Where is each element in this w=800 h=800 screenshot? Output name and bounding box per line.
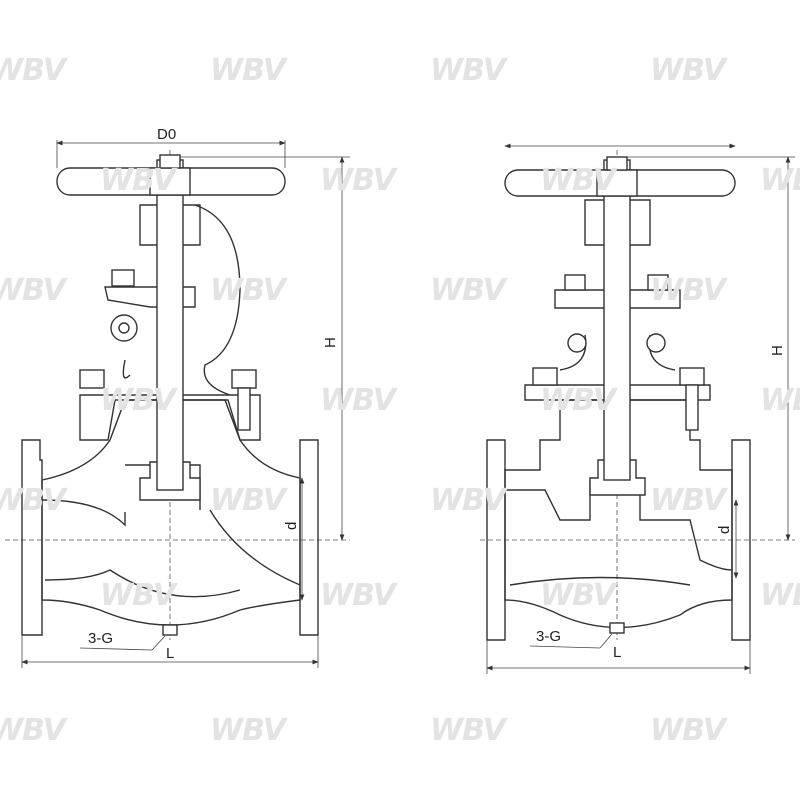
gland-bolt-left: [564, 274, 586, 291]
drain-plug: [162, 624, 178, 636]
bolt-left: [79, 369, 105, 389]
bonnet-flange: [524, 384, 711, 401]
valve-body: [504, 399, 733, 629]
right-globe-valve: H d 3-G L: [480, 143, 795, 674]
g-leader: [529, 645, 601, 649]
g-leader-2: [599, 633, 613, 649]
h-label: H: [322, 337, 339, 348]
g-label: 3-G: [88, 630, 113, 647]
gland-bolt: [111, 269, 135, 287]
left-globe-valve: D0 H d 3-G L: [5, 126, 350, 668]
gland-eye-right: [646, 333, 666, 353]
yoke-arm: [194, 204, 241, 396]
drain-plug: [609, 622, 625, 634]
valve-body: [41, 399, 301, 626]
gland-eye-inner: [118, 322, 130, 334]
body-passage: [41, 464, 301, 598]
l-label: L: [166, 645, 174, 662]
gland-eye-left: [567, 333, 587, 353]
left-flange: [21, 439, 43, 636]
d-label: d: [716, 526, 733, 534]
stem: [603, 159, 631, 481]
bolt-left: [532, 367, 558, 386]
g-label: 3-G: [536, 628, 561, 645]
handwheel-hub: [596, 169, 638, 197]
gland-eye: [110, 314, 138, 342]
h-label: H: [769, 345, 786, 356]
handwheel-hub: [149, 167, 191, 196]
stem-nut: [606, 156, 628, 171]
left-flange: [486, 439, 506, 641]
d0-label: D0: [157, 126, 176, 143]
bolt-shank-right: [237, 387, 251, 431]
body-passage: [505, 480, 733, 586]
bolt-shank-right: [685, 384, 699, 431]
gland: [554, 289, 681, 309]
bonnet-flange: [79, 394, 261, 441]
bolt-right: [231, 369, 257, 389]
g-leader-2: [151, 635, 166, 651]
right-flange: [299, 439, 319, 636]
g-leader: [79, 647, 153, 651]
bolt-right: [679, 367, 705, 386]
stem-nut: [159, 154, 181, 169]
gland-bolt-right: [647, 274, 669, 291]
l-label: L: [613, 644, 621, 661]
d-label: d: [283, 522, 300, 530]
stem: [156, 159, 184, 491]
